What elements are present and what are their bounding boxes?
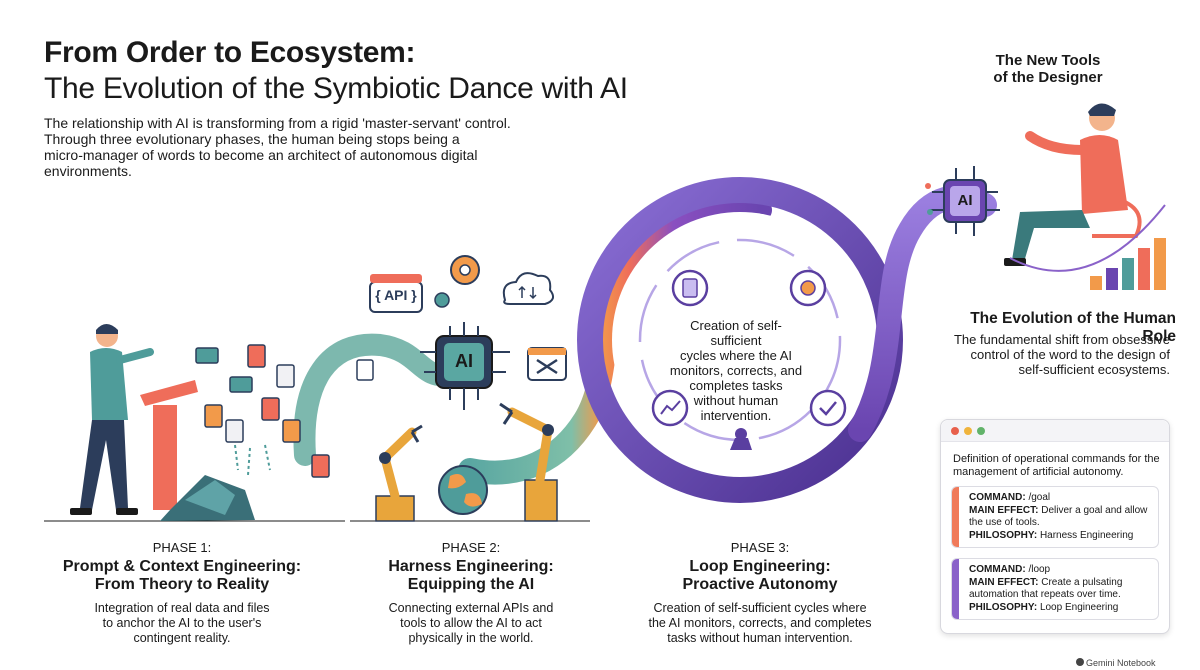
- api-label: { API }: [375, 287, 417, 303]
- philosophy-label: PHILOSOPHY:: [969, 601, 1038, 613]
- phase1-description: Integration of real data and files to an…: [94, 601, 270, 645]
- robot-arm-right: [499, 402, 558, 522]
- settings-gear-icon: [434, 255, 480, 308]
- commands-card: Definition of operational commands for t…: [940, 419, 1170, 634]
- philosophy-value: Harness Engineering: [1039, 529, 1134, 541]
- phase2-ai-chip: [420, 322, 510, 410]
- flow-ribbon: [293, 333, 461, 466]
- document-icon: [356, 359, 374, 381]
- page-title-line1: From Order to Ecosystem:: [44, 36, 416, 69]
- command-label: COMMAND:: [969, 564, 1026, 575]
- orbit-arrow: [1009, 204, 1166, 272]
- command-value: /goal: [1028, 492, 1051, 503]
- api-box: [369, 274, 423, 313]
- gemini-logo-icon: [1076, 658, 1084, 666]
- command-item-loop: COMMAND: /loop MAIN EFFECT: Create a pul…: [951, 558, 1159, 620]
- phase2-description: Connecting external APIs and tools to al…: [388, 601, 554, 645]
- growth-bar-chart: [1090, 238, 1166, 290]
- command-value: /loop: [1028, 564, 1051, 575]
- phase3-number: PHASE 3:: [730, 540, 790, 555]
- window-dot-red-icon: [951, 427, 959, 435]
- cycle-icon-check: [809, 389, 847, 427]
- human-role-title: The Evolution of the Human Role: [970, 310, 1176, 345]
- philosophy-value: Loop Engineering: [1039, 601, 1119, 613]
- designer-person: [1004, 103, 1142, 266]
- cycle-icon-alert: [730, 428, 752, 450]
- phase1-block: PHASE 1: Prompt & Context Engineering: F…: [50, 540, 314, 646]
- cycle-icon-gear: [789, 269, 827, 307]
- page-title-line2: The Evolution of the Symbiotic Dance wit…: [44, 72, 628, 105]
- phase2-title: Harness Engineering: Equipping the AI: [388, 558, 554, 593]
- commands-card-description: Definition of operational commands for t…: [953, 453, 1160, 478]
- ai-tablet-icon: [925, 166, 1000, 236]
- window-dot-green-icon: [977, 427, 985, 435]
- phase2-block: PHASE 2: Harness Engineering: Equipping …: [360, 540, 582, 646]
- intro-paragraph: The relationship with AI is transforming…: [44, 115, 511, 179]
- footer-brand: Gemini Notebook: [1086, 658, 1156, 668]
- loop-cycle-text: Creation of self-sufficient cycles where…: [669, 318, 803, 423]
- phase3-description: Creation of self-sufficient cycles where…: [648, 601, 872, 645]
- cloud-sync-icon: [502, 272, 555, 305]
- phase1-title: Prompt & Context Engineering: From Theor…: [62, 558, 302, 593]
- command-stripe: [952, 559, 959, 619]
- tools-window-icon: [527, 347, 567, 381]
- phase2-number: PHASE 2:: [441, 540, 501, 555]
- phase3-block: PHASE 3: Loop Engineering: Proactive Aut…: [640, 540, 880, 646]
- effect-value: Deliver a goal and allow the use of tool…: [969, 504, 1148, 529]
- phase1-documents: [195, 344, 330, 478]
- human-role-description: The fundamental shift from obsessive con…: [953, 332, 1170, 377]
- effect-label: MAIN EFFECT:: [969, 576, 1039, 588]
- phase1-person: [70, 324, 154, 515]
- command-label: COMMAND:: [969, 492, 1026, 503]
- globe-icon: [438, 465, 488, 515]
- robot-arm-left: [375, 424, 423, 522]
- ai-tablet-label: AI: [957, 192, 973, 209]
- command-stripe: [952, 487, 959, 547]
- card-window-bar: [941, 420, 1169, 442]
- command-item-goal: COMMAND: /goal MAIN EFFECT: Deliver a go…: [951, 486, 1159, 548]
- phase1-number: PHASE 1:: [152, 540, 212, 555]
- tools-title: The New Tools of the Designer: [993, 52, 1103, 86]
- cycle-icon-chart: [651, 389, 689, 427]
- cycle-icon-clipboard: [671, 269, 709, 307]
- ai-chip-label: AI: [455, 351, 473, 371]
- effect-value: Create a pulsating automation that repea…: [969, 576, 1123, 601]
- phase3-title: Loop Engineering: Proactive Autonomy: [682, 558, 838, 593]
- philosophy-label: PHILOSOPHY:: [969, 529, 1038, 541]
- lectern: [140, 380, 255, 521]
- window-dot-yellow-icon: [964, 427, 972, 435]
- effect-label: MAIN EFFECT:: [969, 504, 1039, 516]
